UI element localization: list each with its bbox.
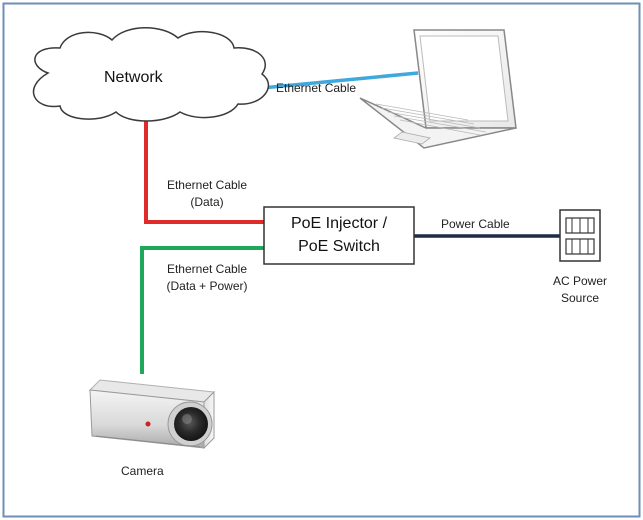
network-label: Network xyxy=(104,69,163,86)
camera-label: Camera xyxy=(121,464,164,478)
ethernet-cable-laptop-label: Ethernet Cable xyxy=(276,81,357,95)
ac-label-line1: AC Power xyxy=(552,274,608,288)
ethernet-cable-data-power-label: Ethernet Cable (Data + Power) xyxy=(148,261,266,295)
ethernet-cable-data-power xyxy=(140,246,264,374)
ac-power-source-label: AC Power Source xyxy=(538,273,622,307)
laptop-icon xyxy=(359,29,517,149)
ethernet-power-line2: (Data + Power) xyxy=(166,279,248,293)
network-cloud xyxy=(32,27,269,122)
power-cable-label: Power Cable xyxy=(441,217,510,231)
camera-icon xyxy=(88,379,216,450)
ethernet-data-line2: (Data) xyxy=(190,195,224,209)
poe-injector-label: PoE Injector / PoE Switch xyxy=(270,212,408,258)
poe-label-line1: PoE Injector / xyxy=(290,215,388,232)
ethernet-cable-data-label: Ethernet Cable (Data) xyxy=(148,177,266,211)
ac-outlet-icon xyxy=(559,209,601,262)
ethernet-cable-data xyxy=(144,106,264,224)
ac-label-line2: Source xyxy=(560,291,600,305)
ethernet-data-line1: Ethernet Cable xyxy=(166,178,248,192)
ethernet-power-line1: Ethernet Cable xyxy=(166,262,248,276)
poe-label-line2: PoE Switch xyxy=(298,238,380,255)
ethernet-cable-laptop xyxy=(261,71,419,90)
poe-injector-box xyxy=(263,206,415,265)
